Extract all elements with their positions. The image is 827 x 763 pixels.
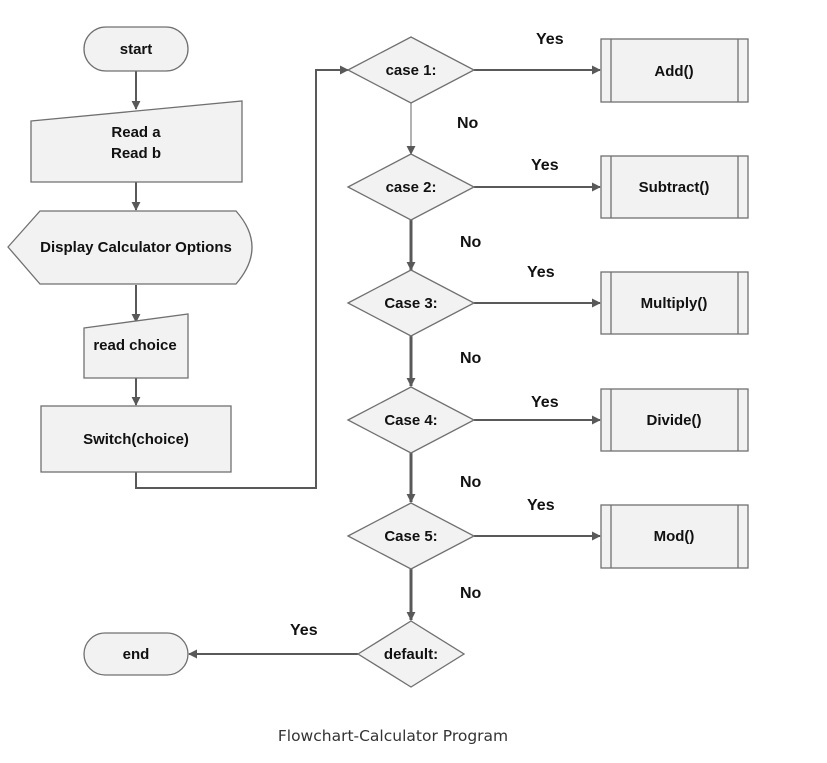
case5-yes-label: Yes bbox=[527, 497, 555, 514]
node-end: end bbox=[83, 632, 189, 676]
case4-label: Case 4: bbox=[384, 412, 437, 429]
multiply-label: Multiply() bbox=[641, 295, 708, 312]
decision-case4: Case 4: bbox=[346, 386, 476, 454]
node-read-choice: read choice bbox=[83, 313, 189, 379]
start-label: start bbox=[120, 41, 153, 58]
read-a-label: Read a bbox=[111, 124, 161, 141]
case2-yes-label: Yes bbox=[531, 157, 559, 174]
case3-yes-label: Yes bbox=[527, 264, 555, 281]
node-start: start bbox=[83, 26, 189, 72]
switch-label: Switch(choice) bbox=[83, 431, 189, 448]
divide-label: Divide() bbox=[646, 412, 701, 429]
case3-label: Case 3: bbox=[384, 295, 437, 312]
decision-case2: case 2: bbox=[346, 153, 476, 221]
default-label: default: bbox=[384, 646, 438, 663]
edge-labels: Yes No Yes No Yes No Yes No Yes No Yes bbox=[290, 31, 564, 639]
subtract-label: Subtract() bbox=[639, 179, 710, 196]
decision-case3: Case 3: bbox=[346, 269, 476, 337]
case1-yes-label: Yes bbox=[536, 31, 564, 48]
process-subtract: Subtract() bbox=[600, 155, 749, 219]
connectors bbox=[131, 65, 601, 659]
node-display-options: Display Calculator Options bbox=[7, 210, 253, 285]
case4-yes-label: Yes bbox=[531, 394, 559, 411]
process-mod: Mod() bbox=[600, 504, 749, 569]
process-multiply: Multiply() bbox=[600, 271, 749, 335]
case2-no-label: No bbox=[460, 234, 482, 251]
case1-label: case 1: bbox=[386, 62, 437, 79]
default-yes-label: Yes bbox=[290, 622, 318, 639]
read-choice-label: read choice bbox=[93, 337, 176, 354]
end-label: end bbox=[123, 646, 150, 663]
decision-default: default: bbox=[356, 620, 466, 688]
mod-label: Mod() bbox=[654, 528, 695, 545]
display-options-label: Display Calculator Options bbox=[40, 239, 232, 256]
case5-label: Case 5: bbox=[384, 528, 437, 545]
decision-case1: case 1: bbox=[346, 36, 476, 104]
decision-case5: Case 5: bbox=[346, 502, 476, 570]
case4-no-label: No bbox=[460, 474, 482, 491]
add-label: Add() bbox=[654, 63, 693, 80]
edge-switch-to-case1 bbox=[135, 65, 349, 489]
case3-no-label: No bbox=[460, 350, 482, 367]
process-divide: Divide() bbox=[600, 388, 749, 452]
case5-no-label: No bbox=[460, 585, 482, 602]
node-read-ab: Read a Read b bbox=[30, 100, 243, 183]
process-add: Add() bbox=[600, 38, 749, 103]
figure-caption: Flowchart-Calculator Program bbox=[277, 727, 509, 745]
case2-label: case 2: bbox=[386, 179, 437, 196]
read-b-label: Read b bbox=[111, 145, 161, 162]
case1-no-label: No bbox=[457, 115, 479, 132]
node-switch: Switch(choice) bbox=[40, 405, 232, 473]
